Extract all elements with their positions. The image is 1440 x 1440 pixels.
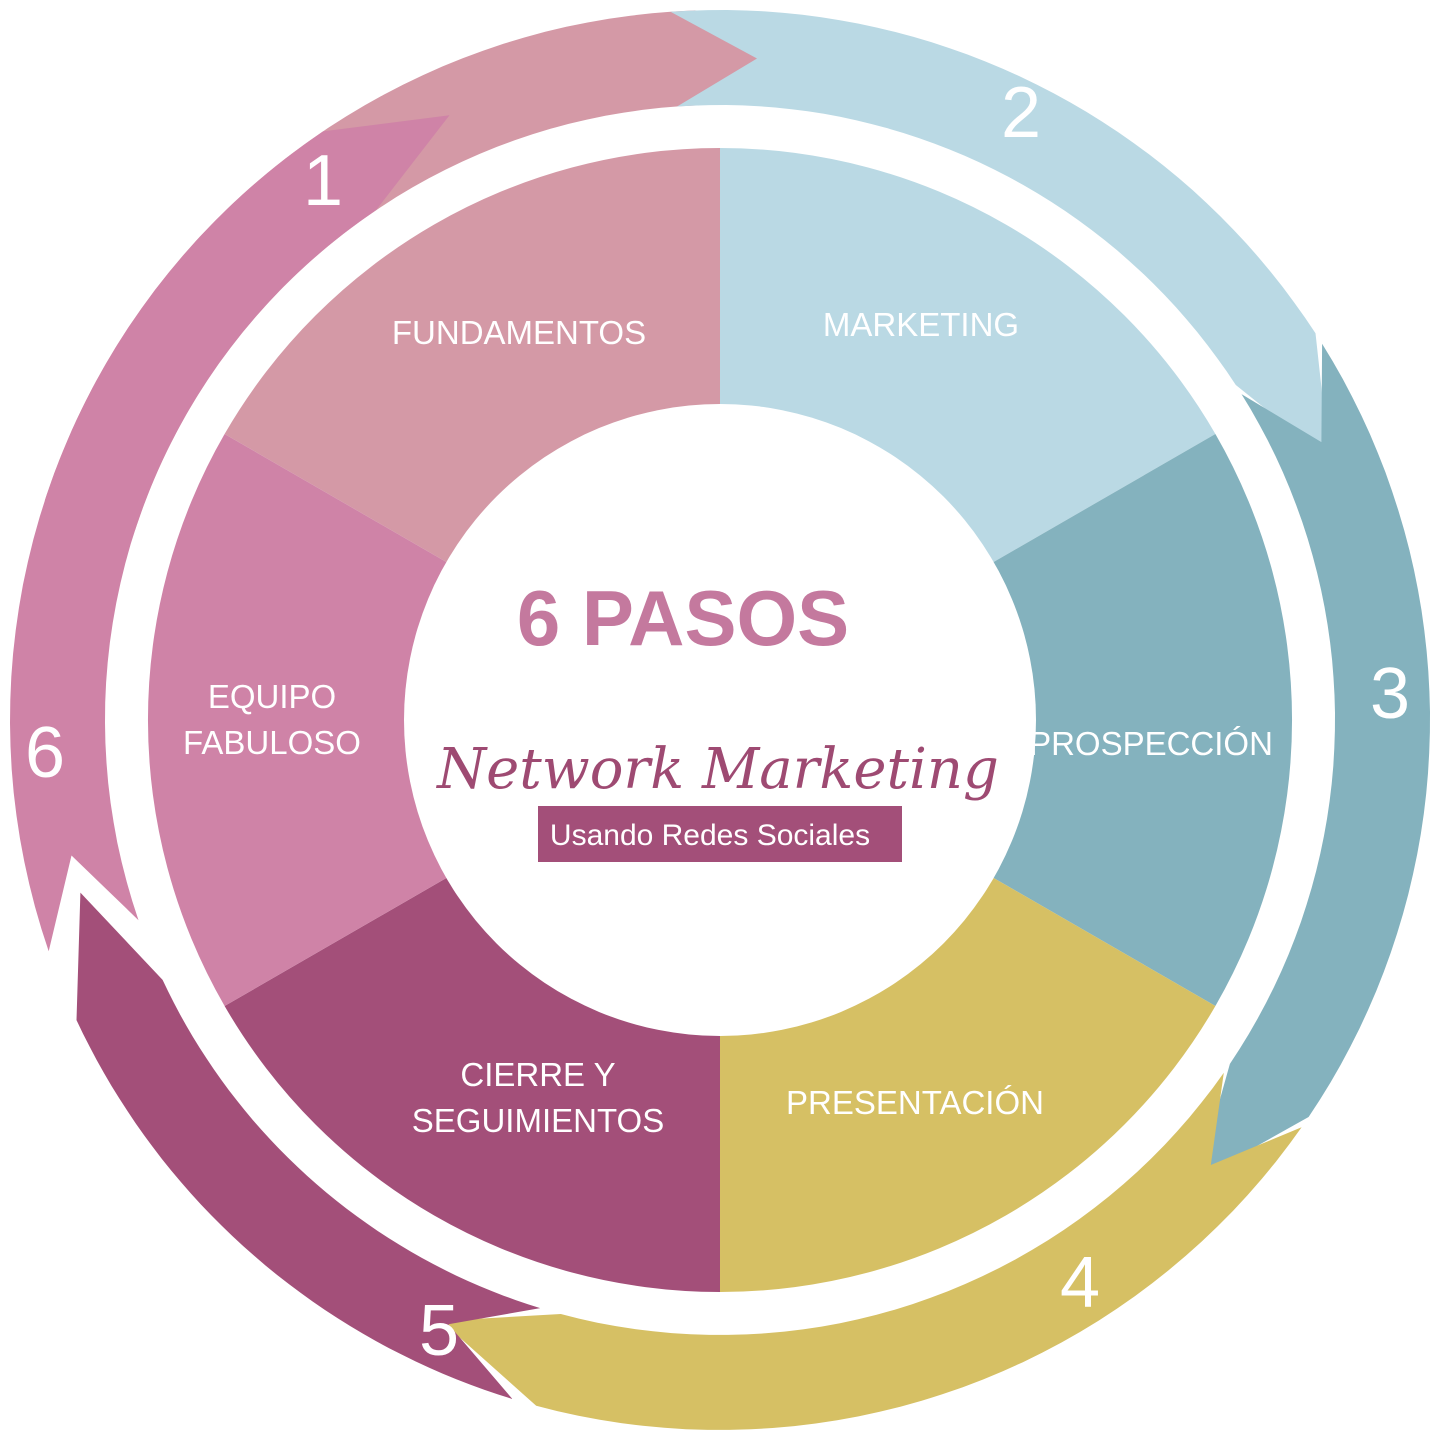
inner-segment-5 — [224, 870, 720, 1292]
segment-label-line: PRESENTACIÓN — [786, 1084, 1044, 1121]
segment-label-3: PROSPECCIÓN — [1029, 725, 1273, 762]
diagram-title: 6 PASOS — [517, 574, 849, 662]
segment-label-line: PROSPECCIÓN — [1029, 725, 1273, 762]
outer-arrow-6 — [10, 115, 450, 952]
outer-arrow-ring: 1 2 3 4 5 6 — [10, 10, 1430, 1430]
step-number-2: 2 — [1001, 73, 1041, 153]
subtitle-text: Usando Redes Sociales — [550, 819, 870, 852]
inner-segment-2 — [720, 148, 1216, 570]
segment-label-5: CIERRE Y SEGUIMIENTOS — [412, 1056, 664, 1139]
subtitle-badge — [538, 806, 902, 862]
outer-arrow-2 — [670, 10, 1330, 461]
segment-label-line: SEGUIMIENTOS — [412, 1102, 664, 1139]
segment-label-line: EQUIPO — [208, 678, 336, 715]
step-number-4: 4 — [1060, 1243, 1100, 1323]
segment-label-line: FABULOSO — [183, 724, 361, 761]
step-number-5: 5 — [419, 1291, 459, 1371]
step-number-3: 3 — [1370, 654, 1410, 734]
center-circle — [404, 404, 1036, 1036]
script-title: Network Marketing — [435, 737, 999, 802]
segment-label-line: CIERRE Y — [460, 1056, 615, 1093]
segment-label-1: FUNDAMENTOS — [392, 314, 646, 351]
segment-label-line: MARKETING — [823, 306, 1019, 343]
step-number-1: 1 — [303, 141, 343, 221]
segment-label-2: MARKETING — [823, 306, 1019, 343]
inner-segment-1 — [224, 148, 720, 570]
segment-label-4: PRESENTACIÓN — [786, 1084, 1044, 1121]
inner-segment-4 — [720, 870, 1216, 1292]
inner-segment-ring: FUNDAMENTOS MARKETING PROSPECCIÓN PRESENTAC… — [147, 148, 1293, 1292]
outer-arrow-5 — [76, 892, 541, 1399]
center-content: 6 PASOS Network Marketing Usando Redes S… — [435, 574, 999, 862]
segment-label-line: FUNDAMENTOS — [392, 314, 646, 351]
inner-segment-3 — [979, 434, 1293, 1006]
step-number-6: 6 — [25, 713, 65, 793]
outer-arrow-3 — [1197, 343, 1430, 1180]
segment-label-6: EQUIPO FABULOSO — [183, 678, 361, 761]
inner-segment-6 — [147, 434, 461, 1006]
outer-arrow-4 — [441, 1072, 1302, 1430]
